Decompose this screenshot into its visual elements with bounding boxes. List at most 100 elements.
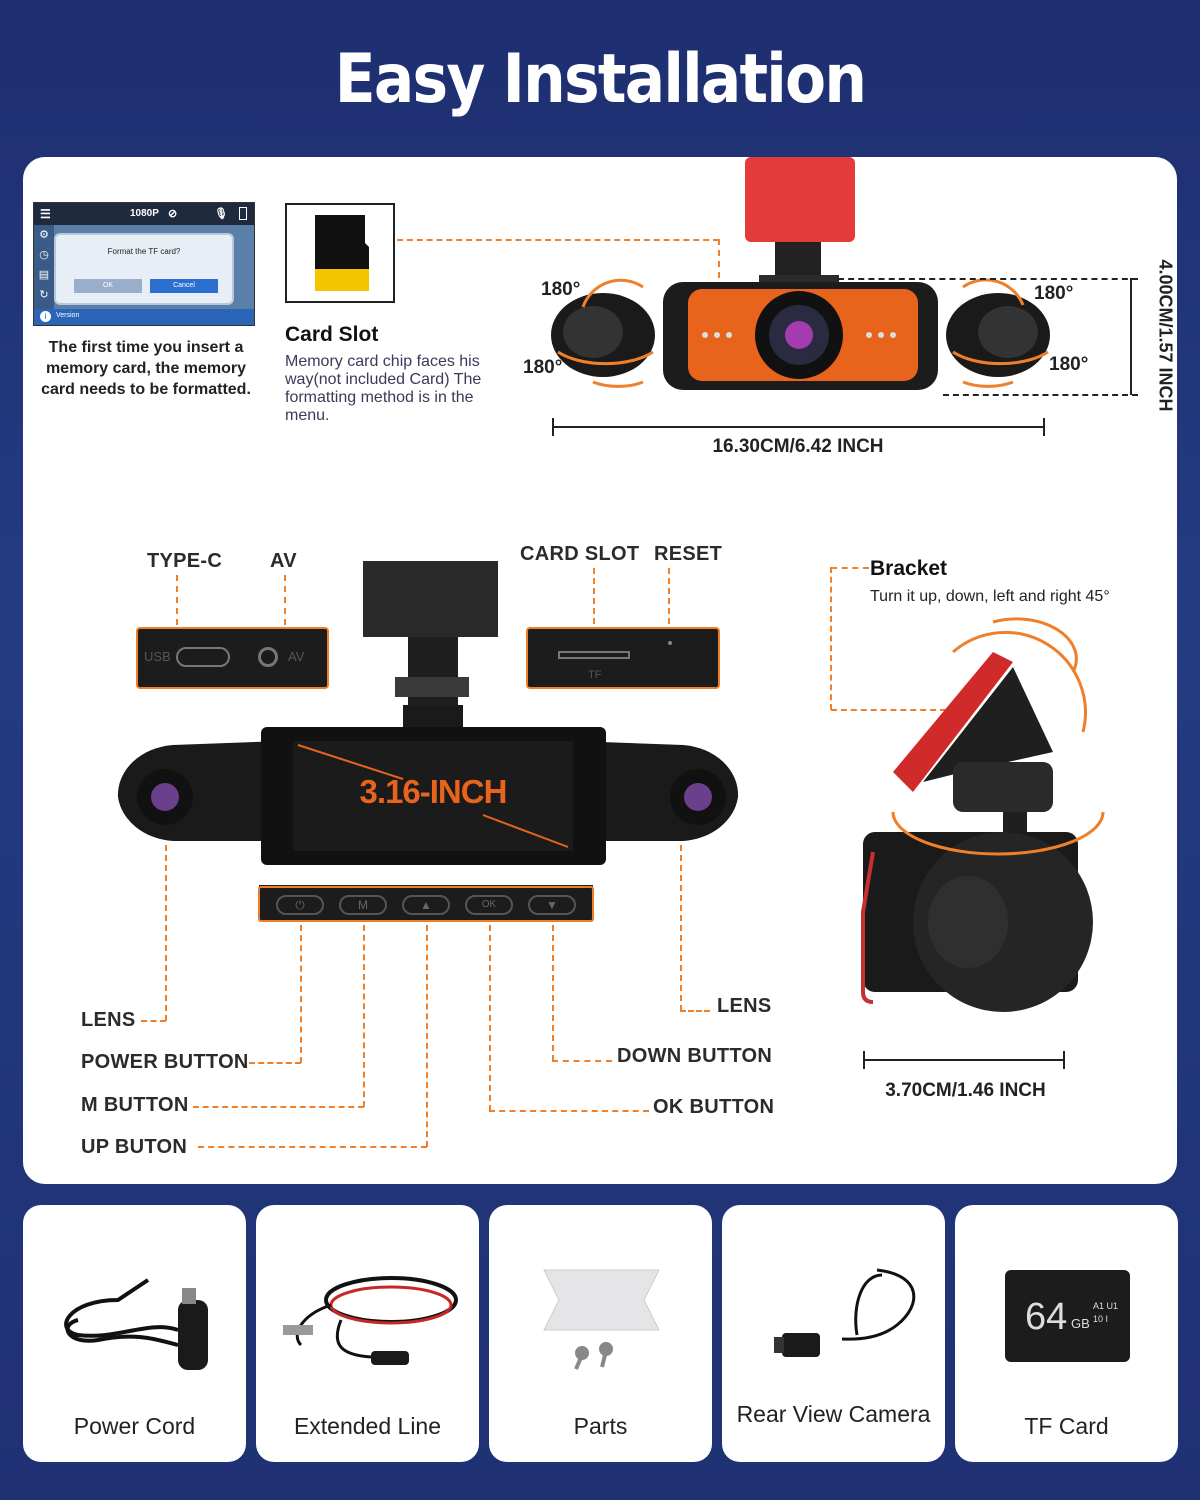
power-button-label: POWER BUTTON: [81, 1051, 249, 1073]
power-pointer: [300, 925, 302, 1063]
reset-hole-icon: [668, 641, 672, 645]
lens-right-label: LENS: [717, 995, 772, 1017]
av-mark: AV: [288, 649, 305, 664]
width-label: 16.30CM/6.42 INCH: [712, 436, 884, 457]
screen-sidebar: ⚙◷▤↻: [34, 225, 54, 311]
accessory-card-power-cord: Power Cord: [23, 1205, 246, 1462]
accessory-label: TF Card: [1024, 1413, 1109, 1439]
usb-c-port-icon: [176, 647, 230, 667]
height-guide-top: [838, 278, 1138, 280]
power-leader: [249, 1062, 301, 1064]
up-pointer: [426, 925, 428, 1147]
rotation-label: 180°: [523, 357, 563, 378]
usb-port-panel: USB AV: [136, 627, 329, 689]
width-dimension-tick: [552, 418, 554, 436]
ok-button[interactable]: OK: [465, 895, 513, 915]
width-dimension-tick: [1043, 418, 1045, 436]
card-slot-label: CARD SLOT: [520, 543, 640, 565]
screen-footer-label: Version: [56, 312, 80, 319]
bracket-camera-image: [861, 617, 1105, 1012]
accessory-card-rear-camera: Rear View Camera: [722, 1205, 945, 1462]
bracket-pointer-leader: [831, 709, 946, 711]
lens-right-leader: [680, 1010, 710, 1012]
menu-icon: ☰: [40, 207, 51, 221]
tf-card-unit: GB: [1071, 1316, 1090, 1331]
down-button-label: DOWN BUTTON: [617, 1045, 773, 1067]
accessory-card-tf-card: 64 GB A1 U1 10 I TF Card: [955, 1205, 1178, 1462]
tf-card-icon: 64 GB A1 U1 10 I: [1005, 1270, 1130, 1362]
format-caption: The first time you insert a memory card,…: [41, 339, 251, 398]
sd-card-icon: [315, 215, 369, 291]
av-jack-icon: [258, 647, 278, 667]
card-connector-line: [397, 239, 719, 241]
tf-mark: TF: [588, 669, 602, 681]
screen-resolution: 1080P: [130, 208, 159, 219]
down-pointer: [552, 925, 554, 1061]
wifi-off-icon: ⊘: [168, 208, 178, 220]
up-button-label: UP BUTON: [81, 1136, 188, 1158]
m-button-label: M BUTTON: [81, 1094, 189, 1116]
ok-button-label: OK BUTTON: [653, 1096, 775, 1118]
card-slot-panel: TF: [526, 627, 720, 689]
bracket-width-tick: [1063, 1051, 1065, 1069]
screen-status-bar: ☰ 1080P ⊘ 🎙: [34, 203, 254, 225]
tf-card-illustration: [285, 203, 395, 303]
format-ok-button[interactable]: OK: [74, 279, 142, 293]
installation-panel: ☰ 1080P ⊘ 🎙 ⚙◷▤↻ Format the TF card? OK …: [23, 157, 1177, 1184]
card-slot-description: Memory card chip faces his way(not inclu…: [285, 353, 482, 424]
tf-card-capacity: 64: [1025, 1296, 1068, 1338]
mic-icon: 🎙: [214, 208, 228, 220]
accessory-label: Rear View Camera: [736, 1401, 931, 1427]
up-button[interactable]: ▲: [402, 895, 450, 915]
down-leader: [552, 1060, 612, 1062]
reset-pointer: [668, 568, 670, 624]
power-cord-icon: [64, 1278, 208, 1370]
ok-pointer: [489, 925, 491, 1111]
bracket-width-label: 3.70CM/1.46 INCH: [885, 1080, 1046, 1101]
format-prompt: Format the TF card?: [107, 247, 181, 256]
rotation-label: 180°: [1034, 283, 1074, 304]
button-bar: ⏻ M ▲ OK ▼: [258, 886, 594, 922]
av-label: AV: [270, 550, 297, 572]
accessory-card-parts: Parts: [489, 1205, 712, 1462]
av-pointer: [284, 575, 286, 625]
card-slot-heading: Card Slot: [285, 323, 379, 346]
height-guide-bottom: [943, 394, 1138, 396]
bracket-description: Turn it up, down, left and right 45°: [870, 588, 1110, 605]
format-cancel-button[interactable]: Cancel: [150, 279, 218, 293]
lens-right-pointer: [680, 845, 682, 1011]
top-camera-image: [551, 157, 1050, 390]
height-label: 4.00CM/1.57 INCH: [1155, 259, 1176, 412]
m-leader: [193, 1106, 364, 1108]
bracket-pointer-side: [830, 567, 832, 710]
battery-icon: [239, 207, 247, 220]
up-leader: [198, 1146, 427, 1148]
type-c-label: TYPE-C: [147, 550, 223, 572]
tf-slot-icon: [558, 651, 630, 659]
bracket-pointer-top: [831, 567, 869, 569]
rotation-label: 180°: [541, 279, 581, 300]
rotation-label: 180°: [1049, 354, 1089, 375]
reset-label: RESET: [654, 543, 723, 565]
lens-left-label: LENS: [81, 1009, 136, 1031]
bracket-width-line: [863, 1059, 1065, 1061]
format-screen-image: ☰ 1080P ⊘ 🎙 ⚙◷▤↻ Format the TF card? OK …: [33, 202, 255, 326]
front-dashcam-image: [117, 561, 739, 895]
m-button[interactable]: M: [339, 895, 387, 915]
accessory-card-extended-line: Extended Line: [256, 1205, 479, 1462]
extended-line-icon: [283, 1276, 458, 1365]
bracket-heading: Bracket: [870, 557, 948, 580]
card-connector-drop: [718, 239, 720, 289]
down-button[interactable]: ▼: [528, 895, 576, 915]
ok-leader: [489, 1110, 649, 1112]
tf-card-class-marks: A1 U1 10 I: [1093, 1301, 1119, 1324]
card-slot-pointer: [593, 568, 595, 624]
accessory-label: Extended Line: [293, 1413, 442, 1439]
format-dialog: Format the TF card? OK Cancel: [54, 233, 234, 305]
page-title: Easy Installation: [334, 40, 867, 119]
screen-footer: i Version: [34, 309, 254, 325]
rear-camera-icon: [774, 1268, 916, 1357]
power-button[interactable]: ⏻: [276, 895, 324, 915]
accessory-label: Power Cord: [73, 1413, 196, 1439]
settings-icons: ⚙◷▤↻: [38, 229, 50, 301]
